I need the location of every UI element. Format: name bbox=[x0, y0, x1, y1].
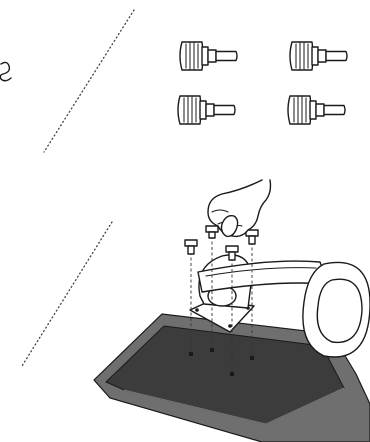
alignment-guides bbox=[189, 236, 254, 376]
hand-icon bbox=[207, 179, 272, 238]
thumbscrew-icon bbox=[287, 95, 346, 125]
insert-screw-icon bbox=[205, 225, 219, 239]
insert-screw-icon bbox=[245, 229, 259, 245]
dotted-divider-upper bbox=[43, 9, 135, 153]
dotted-divider-lower bbox=[21, 221, 113, 367]
stand-arm bbox=[197, 260, 370, 358]
thumbscrew-icon bbox=[177, 95, 236, 125]
thumbscrew-icon bbox=[179, 41, 238, 71]
thumbscrew-icon bbox=[289, 41, 348, 71]
insert-screw-icon bbox=[225, 245, 239, 261]
monitor-base-plate bbox=[93, 313, 370, 442]
insert-screw-icon bbox=[184, 239, 198, 255]
clipped-symbol bbox=[0, 61, 12, 82]
